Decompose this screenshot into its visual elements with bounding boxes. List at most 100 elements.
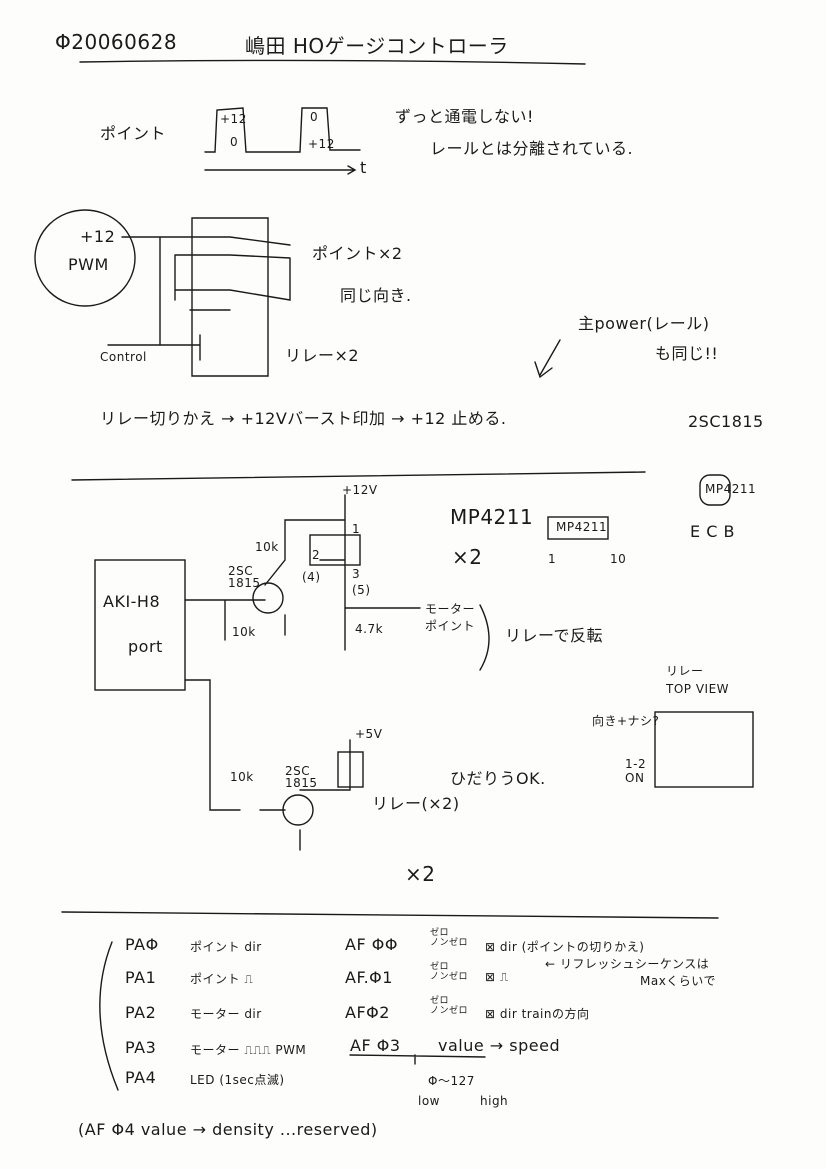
af-name: AF Φ3 xyxy=(350,1036,401,1055)
resistor-label: 10k xyxy=(232,625,256,639)
resistor-label: 10k xyxy=(230,770,254,784)
chip-pin: 10 xyxy=(610,552,627,566)
port-name: PA2 xyxy=(125,1003,157,1022)
to92-label: MP4211 xyxy=(705,482,757,496)
relay-note: 1-2 ON xyxy=(625,757,647,785)
af-name: AF ΦΦ xyxy=(345,935,398,954)
port-desc: ポイント dir xyxy=(190,940,262,954)
pwm-label: PWM xyxy=(68,255,109,274)
wave-label: 0 xyxy=(230,135,239,149)
divider-1 xyxy=(71,471,646,481)
relay-top-view xyxy=(654,711,754,788)
af-value: value → speed xyxy=(438,1036,561,1055)
port-name: PA3 xyxy=(125,1038,157,1057)
transistor-label: 2SC 1815 xyxy=(228,564,261,590)
mosfet-part: MP4211 xyxy=(450,505,534,529)
port-desc: ポイント ⎍ xyxy=(190,972,254,986)
v12-label: +12V xyxy=(342,483,378,497)
relay-box xyxy=(191,217,269,377)
main-power-note: も同じ!! xyxy=(655,344,719,363)
wave-label: t xyxy=(360,158,367,177)
ecb-label: E C B xyxy=(690,522,735,541)
control-label: Control xyxy=(100,350,147,364)
zero-nonzero: ゼロ ノンゼロ xyxy=(430,996,469,1016)
mcu-box xyxy=(94,559,186,691)
port-name: PA4 xyxy=(125,1068,157,1087)
main-power-label: 主power(レール) xyxy=(578,314,710,333)
port-desc: モーター dir xyxy=(190,1007,262,1021)
transistor-label: 2SC1815 xyxy=(688,412,764,431)
point-note-1: ずっと通電しない! xyxy=(395,107,534,126)
pin-label: (5) xyxy=(352,583,371,597)
resistor-label: 4.7k xyxy=(355,622,384,636)
sequence-note: Maxくらいで xyxy=(640,974,716,988)
af-value: ⊠ ⎍ xyxy=(485,970,509,984)
transistor-body xyxy=(699,474,731,506)
transistor-label: 2SC 1815 xyxy=(285,764,318,790)
transistor-2 xyxy=(282,794,314,826)
af-name: AFΦ2 xyxy=(345,1003,390,1022)
pin-label: (4) xyxy=(302,570,321,584)
af-value: ⊠ dir trainの方向 xyxy=(485,1007,590,1021)
multiplier: ×2 xyxy=(452,545,483,569)
date: Φ20060628 xyxy=(55,30,178,54)
arrow-to-main-power xyxy=(534,339,561,379)
relay-ok-note: ひだりうOK. xyxy=(450,769,546,788)
motor-label: モーター xyxy=(425,602,476,616)
sequence-note: ← リフレッシュシーケンスは xyxy=(545,957,710,971)
pwm-source-circle xyxy=(34,209,136,307)
point-label: ポイント xyxy=(100,124,167,143)
af-value: ⊠ dir (ポイントの切りかえ) xyxy=(485,940,645,954)
relay-count-label: リレー×2 xyxy=(285,346,360,365)
relay-sequence: リレー切りかえ → +12Vバースト印加 → +12 止める. xyxy=(100,409,507,428)
wave-label: +12 xyxy=(220,112,247,126)
point-note-2: レールとは分離されている. xyxy=(430,139,634,158)
resistor-label: 10k xyxy=(255,540,279,554)
transistor-1 xyxy=(252,582,284,614)
wave-label: +12 xyxy=(308,137,335,151)
wave-label: 0 xyxy=(310,110,319,124)
chip-label: MP4211 xyxy=(556,520,608,534)
multiplier: ×2 xyxy=(405,862,436,886)
ic-chip xyxy=(547,516,609,540)
zero-nonzero: ゼロ ノンゼロ xyxy=(430,962,469,982)
same-direction-label: 同じ向き. xyxy=(340,286,412,305)
relay-label: リレー(×2) xyxy=(372,794,460,813)
table-bracket xyxy=(99,941,119,1091)
relay-wiring xyxy=(107,236,291,361)
mosfet xyxy=(309,534,361,566)
port-desc: LED (1sec点滅) xyxy=(190,1073,285,1087)
point-label: ポイント xyxy=(425,619,476,633)
pin-label: 2 xyxy=(312,548,321,562)
port-name: PAΦ xyxy=(125,935,159,954)
output-label: ポイント×2 xyxy=(312,244,403,263)
motor-point-bracket xyxy=(479,604,490,671)
value-range: Φ〜127 xyxy=(428,1074,475,1088)
v5-label: +5V xyxy=(355,727,383,741)
time-arrow xyxy=(204,165,357,175)
port-desc: モーター ⎍⎍⎍ PWM xyxy=(190,1043,307,1057)
zero-nonzero: ゼロ ノンゼロ xyxy=(430,928,469,948)
top-view-label: TOP VIEW xyxy=(666,682,730,696)
port-name: PA1 xyxy=(125,968,157,987)
relay-coil xyxy=(337,751,364,788)
relay-note: 向き+ナシ? xyxy=(592,714,660,728)
divider-2 xyxy=(61,911,719,919)
reverse-label: リレーで反転 xyxy=(505,626,604,645)
title-underline xyxy=(79,59,586,65)
range-high: high xyxy=(480,1094,509,1108)
reserved-note: (AF Φ4 value → density ...reserved) xyxy=(78,1120,378,1139)
waveform xyxy=(204,107,361,153)
mcu-label: AKI-H8 xyxy=(103,592,161,611)
pin-label: 1 xyxy=(352,522,361,536)
af3-underline xyxy=(349,1054,486,1065)
pin-label: 3 xyxy=(352,567,361,581)
relay-title: リレー xyxy=(666,664,704,678)
port-label: port xyxy=(128,637,163,656)
page-title: 嶋田 HOゲージコントローラ xyxy=(245,34,509,58)
range-low: low xyxy=(418,1094,440,1108)
af-name: AF.Φ1 xyxy=(345,968,393,987)
chip-pin: 1 xyxy=(548,552,557,566)
circuit-wiring xyxy=(184,494,421,851)
